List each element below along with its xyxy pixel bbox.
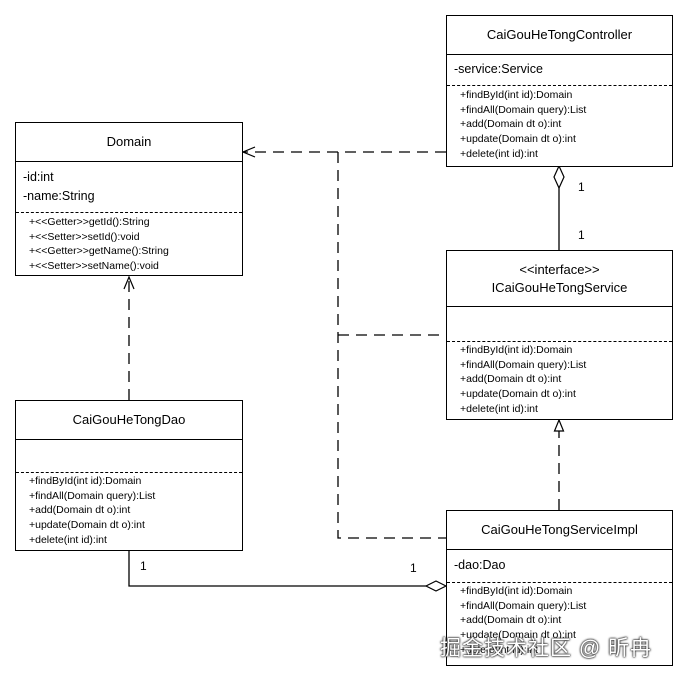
class-dao-header: CaiGouHeTongDao xyxy=(16,401,242,440)
class-controller-operations: +findById(int id):Domain +findAll(Domain… xyxy=(447,88,672,162)
multiplicity-controller-service-top: 1 xyxy=(578,180,585,194)
class-controller-operation: +update(Domain dt o):int xyxy=(460,133,576,146)
class-domain-attribute: -name:String xyxy=(23,189,95,203)
class-service-operations: +findById(int id):Domain +findAll(Domain… xyxy=(447,343,672,417)
impl-aggregation-diamond xyxy=(424,580,448,592)
class-impl-attribute: -dao:Dao xyxy=(454,558,506,572)
class-domain-operation: +<<Getter>>getId():String xyxy=(29,216,150,228)
class-dao-operation: +findAll(Domain query):List xyxy=(29,489,156,502)
class-domain-name: Domain xyxy=(106,134,152,149)
class-controller-header: CaiGouHeTongController xyxy=(447,16,672,55)
class-controller-operation: +delete(int id):int xyxy=(460,147,538,160)
class-domain-operations: +<<Getter>>getId():String +<<Setter>>set… xyxy=(16,215,242,274)
class-dao-operation: +delete(int id):int xyxy=(29,533,107,546)
service-impl-domain-dependency xyxy=(337,152,446,539)
class-service-operation: +findAll(Domain query):List xyxy=(460,358,587,371)
class-dao-operation: +add(Domain dt o):int xyxy=(29,504,131,517)
class-service-operation: +delete(int id):int xyxy=(460,402,538,415)
dao-impl-aggregation xyxy=(128,551,426,587)
class-domain-attribute: -id:int xyxy=(23,170,54,184)
class-domain: Domain -id:int -name:String +<<Getter>>g… xyxy=(15,122,243,276)
class-dao-attributes xyxy=(16,439,242,473)
class-service-attributes xyxy=(447,306,672,342)
class-controller-attribute: -service:Service xyxy=(454,62,543,76)
class-service-name: ICaiGouHeTongService xyxy=(491,279,628,295)
class-domain-operation: +<<Setter>>setName():void xyxy=(29,260,159,273)
class-controller-attributes: -service:Service xyxy=(447,54,672,86)
class-impl-operation: +findAll(Domain query):List xyxy=(460,599,587,612)
class-impl-attributes: -dao:Dao xyxy=(447,549,672,583)
multiplicity-controller-service-bottom: 1 xyxy=(578,228,585,242)
class-controller-operation: +findAll(Domain query):List xyxy=(460,103,587,116)
class-impl-name: CaiGouHeTongServiceImpl xyxy=(481,522,638,537)
class-impl-operations: +findById(int id):Domain +findAll(Domain… xyxy=(447,584,672,658)
class-service-operation: +add(Domain dt o):int xyxy=(460,373,562,386)
class-impl-operation: +add(Domain dt o):int xyxy=(460,614,562,627)
class-service-interface: <<interface>> ICaiGouHeTongService +find… xyxy=(446,250,673,420)
class-impl-header: CaiGouHeTongServiceImpl xyxy=(447,511,672,550)
watermark: 掘金技术社区 @ 昕冉 xyxy=(440,637,652,660)
class-controller-name: CaiGouHeTongController xyxy=(486,27,633,42)
class-dao-operations: +findById(int id):Domain +findAll(Domain… xyxy=(16,474,242,548)
class-service-stereotype: <<interface>> xyxy=(519,261,600,277)
class-controller-operation: +add(Domain dt o):int xyxy=(460,118,562,131)
class-service-operation: +update(Domain dt o):int xyxy=(460,388,576,401)
class-controller: CaiGouHeTongController -service:Service … xyxy=(446,15,673,167)
controller-aggregation-diamond xyxy=(553,164,565,190)
class-dao-operation: +update(Domain dt o):int xyxy=(29,519,145,532)
class-dao-operation: +findById(int id):Domain xyxy=(29,475,142,487)
class-dao-name: CaiGouHeTongDao xyxy=(72,412,186,427)
multiplicity-dao-impl-left: 1 xyxy=(140,559,147,573)
class-impl-operation: +delete(int id):int xyxy=(460,643,538,656)
class-domain-attributes: -id:int -name:String xyxy=(16,161,242,213)
realization-triangle xyxy=(553,418,565,432)
class-domain-operation: +<<Getter>>getName():String xyxy=(29,245,169,258)
class-impl-operation: +findById(int id):Domain xyxy=(460,585,573,597)
class-dao: CaiGouHeTongDao +findById(int id):Domain… xyxy=(15,400,243,551)
class-domain-operation: +<<Setter>>setId():void xyxy=(29,230,140,243)
class-service-header: <<interface>> ICaiGouHeTongService xyxy=(447,251,672,307)
class-service-impl: CaiGouHeTongServiceImpl -dao:Dao +findBy… xyxy=(446,510,673,666)
multiplicity-dao-impl-right: 1 xyxy=(410,561,417,575)
class-controller-operation: +findById(int id):Domain xyxy=(460,89,573,101)
class-domain-header: Domain xyxy=(16,123,242,162)
class-impl-operation: +update(Domain dt o):int xyxy=(460,629,576,642)
class-service-operation: +findById(int id):Domain xyxy=(460,344,573,356)
